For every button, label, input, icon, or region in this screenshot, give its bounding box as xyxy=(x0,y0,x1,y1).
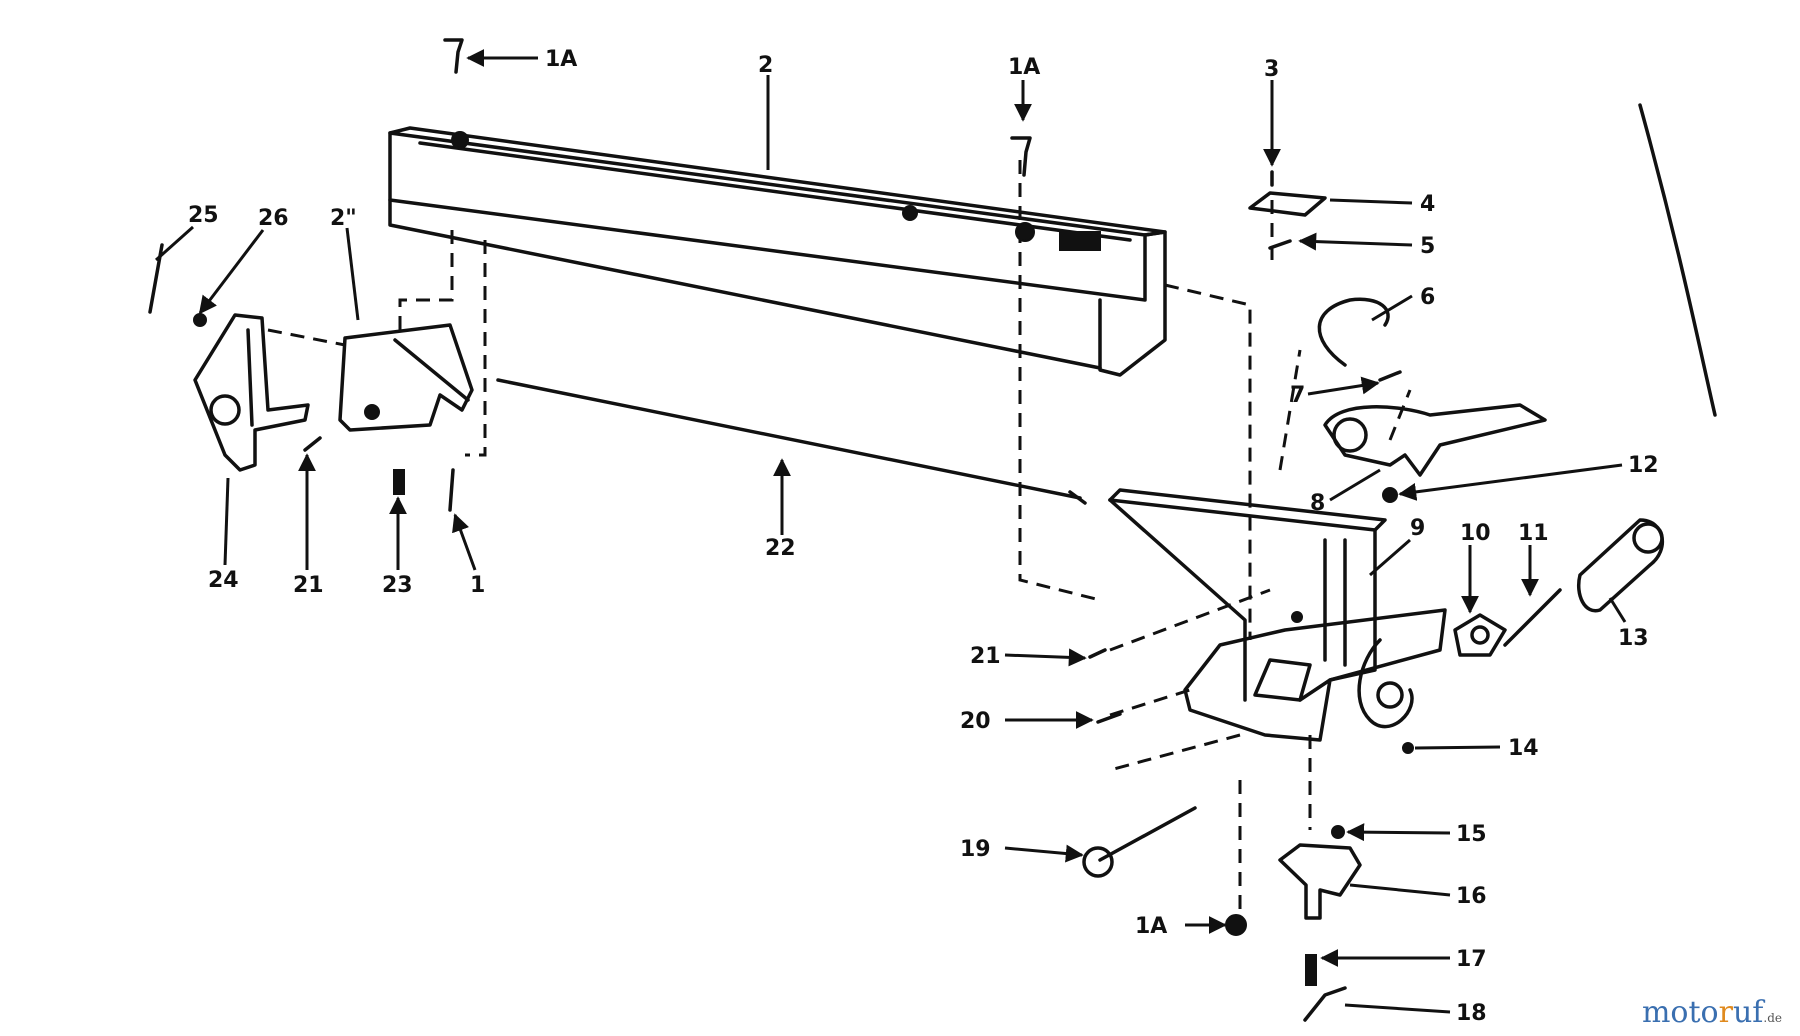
pin-5 xyxy=(1268,239,1292,250)
screw-15 xyxy=(1331,825,1345,839)
screw-1A-bottom xyxy=(1225,914,1247,936)
label-24: 24 xyxy=(208,568,239,593)
label-26: 26 xyxy=(258,206,289,231)
label-20: 20 xyxy=(960,709,991,734)
label-7: 7 xyxy=(1290,383,1305,408)
brand-part3: uf xyxy=(1732,995,1764,1030)
pin-20 xyxy=(1096,712,1122,724)
rear-clamp xyxy=(338,323,474,432)
label-14: 14 xyxy=(1508,736,1539,761)
leader-lines xyxy=(155,49,1627,1014)
brand-logo: motoruf.de xyxy=(1642,995,1782,1030)
label-13: 13 xyxy=(1618,626,1649,651)
label-8: 8 xyxy=(1310,491,1325,516)
screw-1A-mid xyxy=(1010,136,1032,177)
label-16: 16 xyxy=(1456,884,1487,909)
alignment-lines xyxy=(267,160,1412,920)
spring-23 xyxy=(393,469,405,495)
label-17: 17 xyxy=(1456,947,1487,972)
label-15: 15 xyxy=(1456,822,1487,847)
washer-10-hole xyxy=(1470,625,1490,645)
label-22: 22 xyxy=(765,536,796,561)
spring-clip-6 xyxy=(1317,297,1390,367)
label-4: 4 xyxy=(1420,192,1435,217)
brand-suffix: .de xyxy=(1763,1011,1782,1025)
plate-4 xyxy=(1248,191,1327,217)
label-25: 25 xyxy=(188,203,219,228)
knob-13-end xyxy=(1632,522,1664,554)
knob-13 xyxy=(1577,518,1665,613)
handle-hub xyxy=(1332,417,1368,453)
label-18: 18 xyxy=(1456,1001,1487,1026)
label-19: 19 xyxy=(960,837,991,862)
label-9: 9 xyxy=(1410,516,1425,541)
bolt-19-head xyxy=(1082,846,1114,878)
pin-21-left xyxy=(303,436,322,452)
washer-10 xyxy=(1453,613,1507,657)
brand-part2: r xyxy=(1718,995,1733,1030)
label-21-right: 21 xyxy=(970,644,1001,669)
front-guide xyxy=(1108,488,1447,742)
label-1A-top: 1A xyxy=(545,47,577,72)
label-5: 5 xyxy=(1420,234,1435,259)
rod xyxy=(496,378,1087,505)
label-1A-bottom: 1A xyxy=(1135,914,1167,939)
screw-14 xyxy=(1402,742,1414,754)
pin-18 xyxy=(1303,986,1347,1022)
part-labels: 1A 2 1A 3 4 5 6 7 8 9 10 11 12 13 14 15 … xyxy=(188,47,1659,1026)
clamp-16 xyxy=(1278,843,1362,920)
handle-8 xyxy=(1323,403,1547,477)
fence-bar xyxy=(388,126,1167,377)
label-2b: 2" xyxy=(330,206,357,231)
label-3: 3 xyxy=(1264,57,1279,82)
ball-12 xyxy=(1382,487,1398,503)
brand-part1: moto xyxy=(1641,995,1719,1030)
label-6: 6 xyxy=(1420,285,1435,310)
spring-17 xyxy=(1305,954,1317,986)
screw-1 xyxy=(448,468,455,512)
label-10: 10 xyxy=(1460,521,1491,546)
label-1: 1 xyxy=(470,573,485,598)
label-23: 23 xyxy=(382,573,413,598)
label-21-left: 21 xyxy=(293,573,324,598)
rear-bracket xyxy=(193,313,310,472)
label-12: 12 xyxy=(1628,453,1659,478)
screw-1A-top xyxy=(443,38,464,74)
bolt-19 xyxy=(1098,806,1197,862)
pin-7 xyxy=(1378,370,1402,382)
label-2: 2 xyxy=(758,53,773,78)
nut-26 xyxy=(193,313,207,327)
label-11: 11 xyxy=(1518,521,1549,546)
label-1A-mid: 1A xyxy=(1008,55,1040,80)
edge-line xyxy=(1638,103,1717,417)
pin-21-right xyxy=(1088,648,1107,659)
bolt-11 xyxy=(1503,588,1562,647)
